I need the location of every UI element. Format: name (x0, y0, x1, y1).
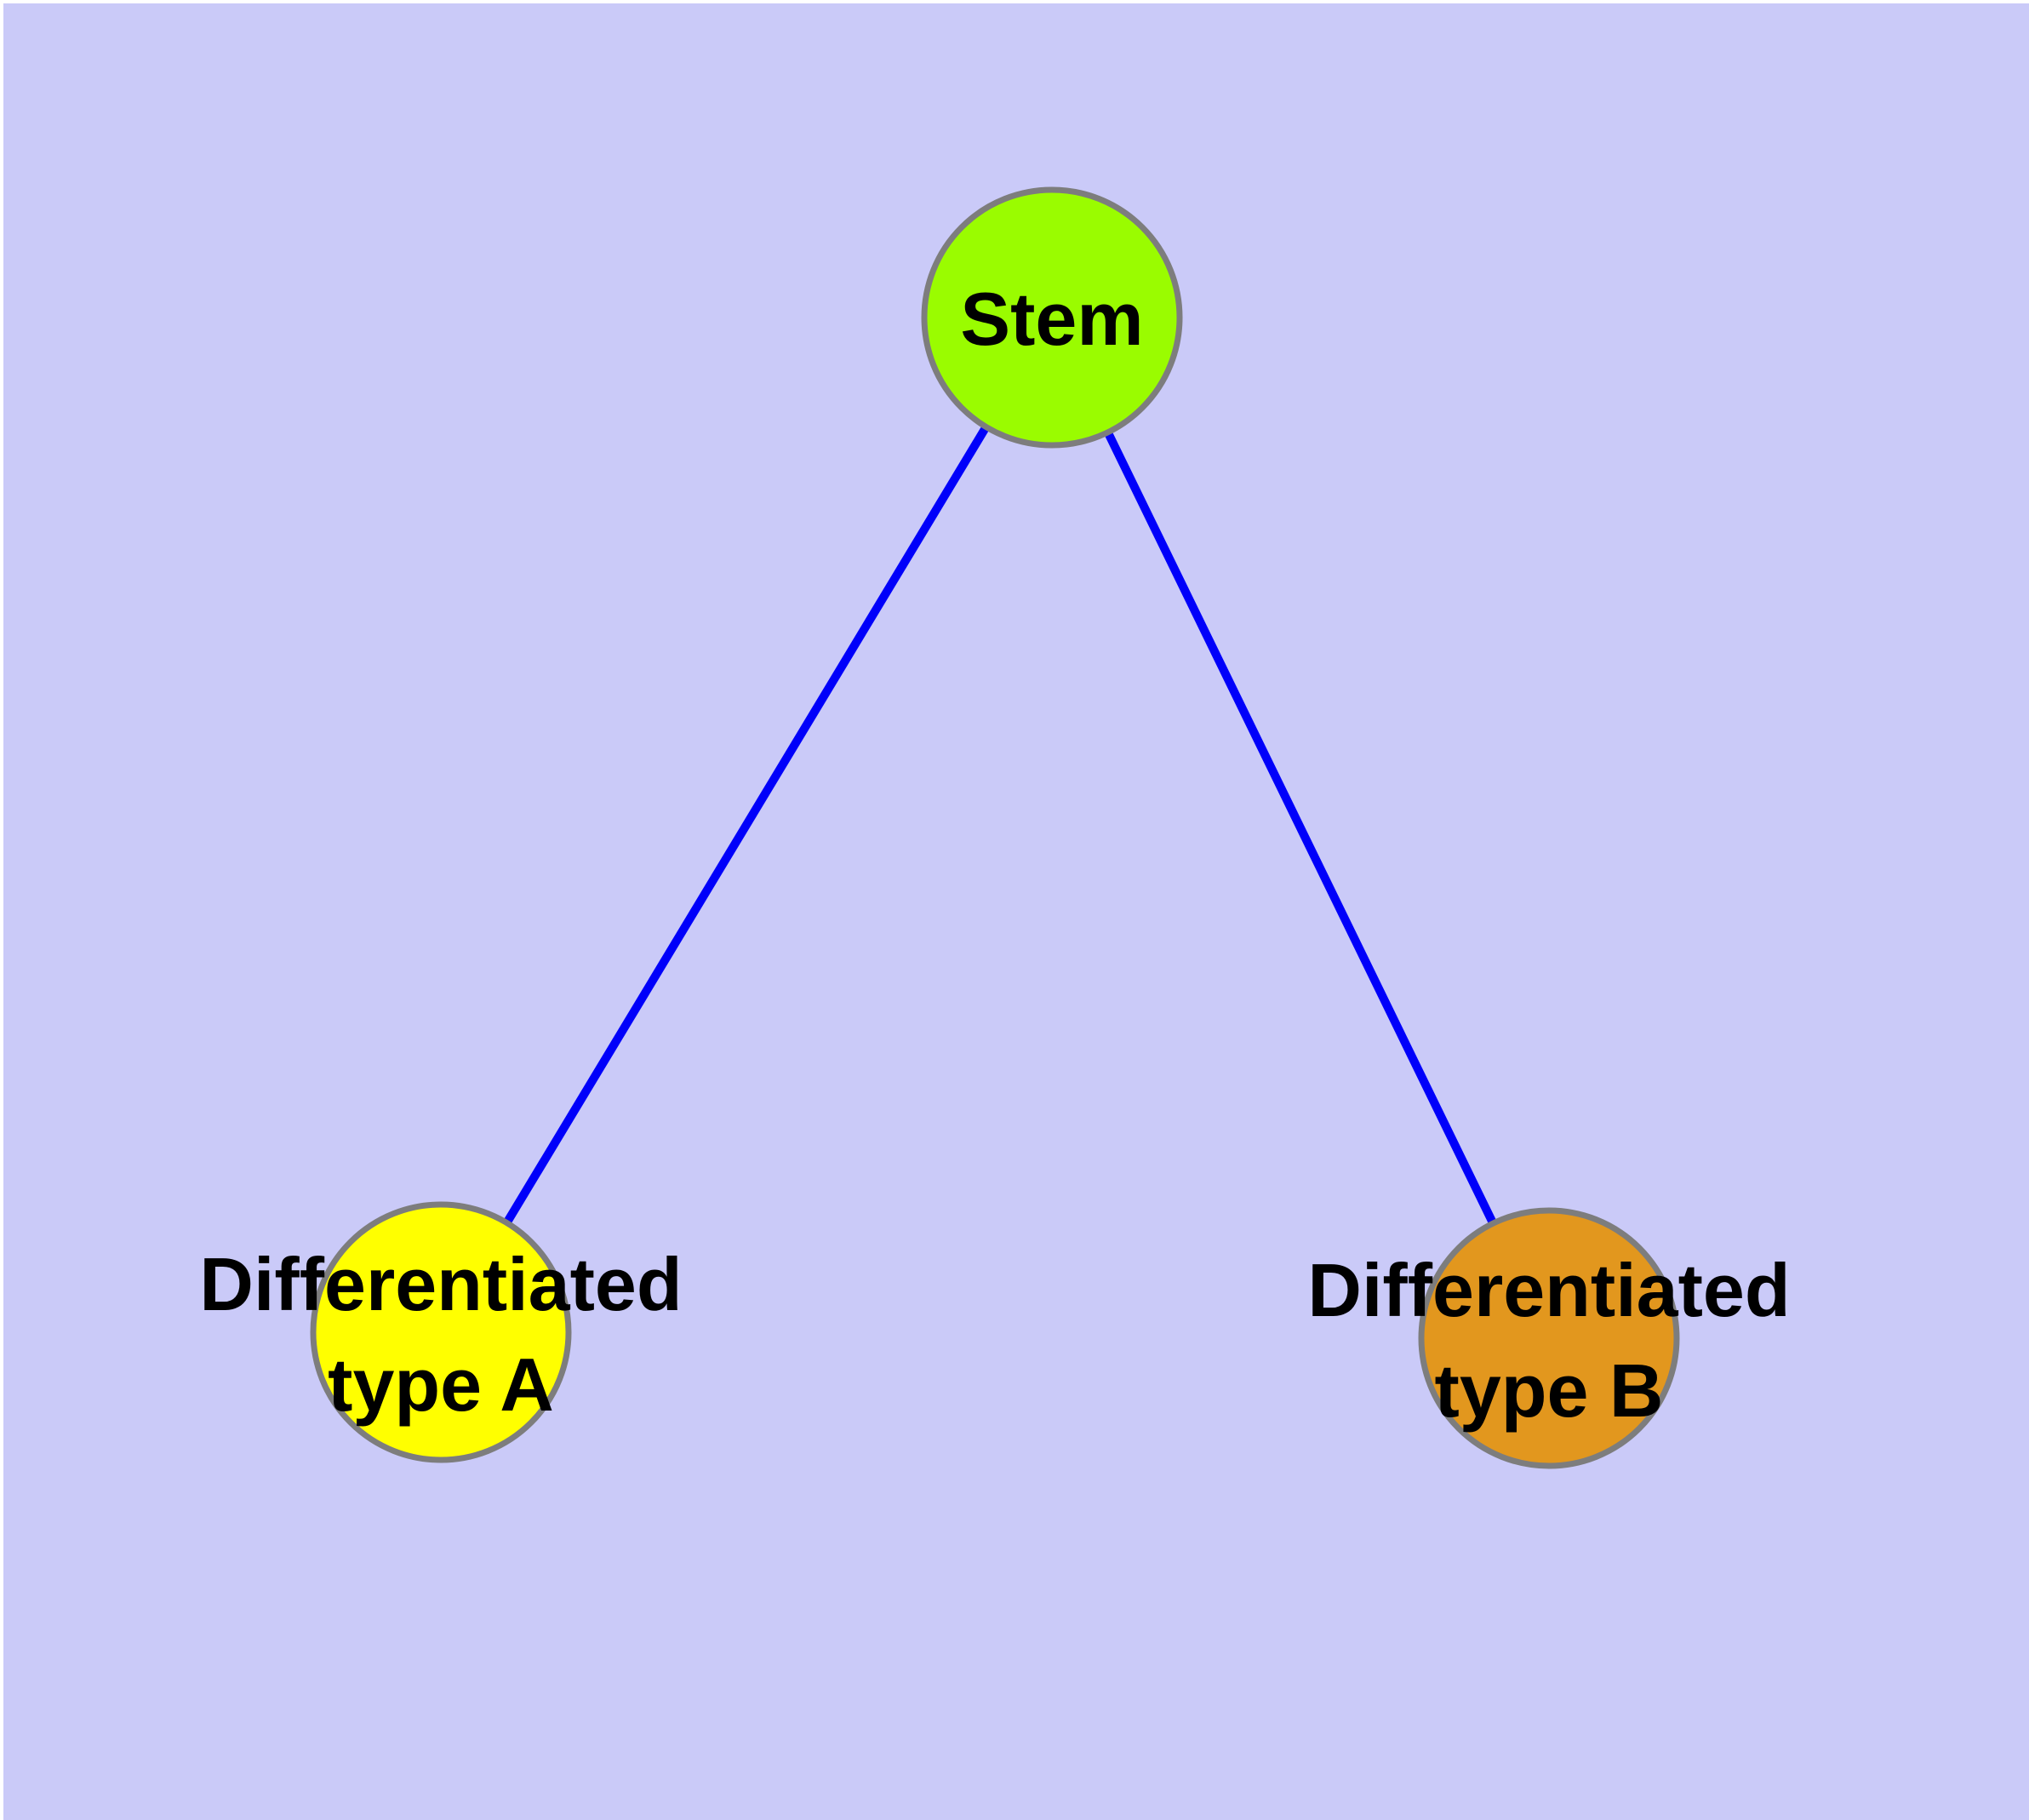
edge-stem-to-differentiated-type-b (1048, 315, 1553, 1341)
node-stem-circle (921, 186, 1183, 449)
node-differentiated-type-b-label-line-1: Differentiated (1307, 1248, 1790, 1332)
node-differentiated-type-a-label-line-2: type A (328, 1342, 554, 1427)
edge-stem-to-differentiated-type-a (437, 315, 1056, 1335)
node-differentiated-type-b-circle (1418, 1207, 1680, 1469)
node-differentiated-type-b-label: Differentiated type B (1307, 1248, 1790, 1433)
node-differentiated-type-a-label: Differentiated type A (199, 1242, 682, 1427)
node-differentiated-type-b-label-line-2: type B (1435, 1348, 1664, 1433)
node-differentiated-type-a-circle (310, 1201, 572, 1463)
node-differentiated-type-a-label-line-1: Differentiated (199, 1242, 682, 1326)
node-stem-label: Stem (960, 277, 1143, 361)
node-stem-label-line-1: Stem (960, 277, 1143, 361)
